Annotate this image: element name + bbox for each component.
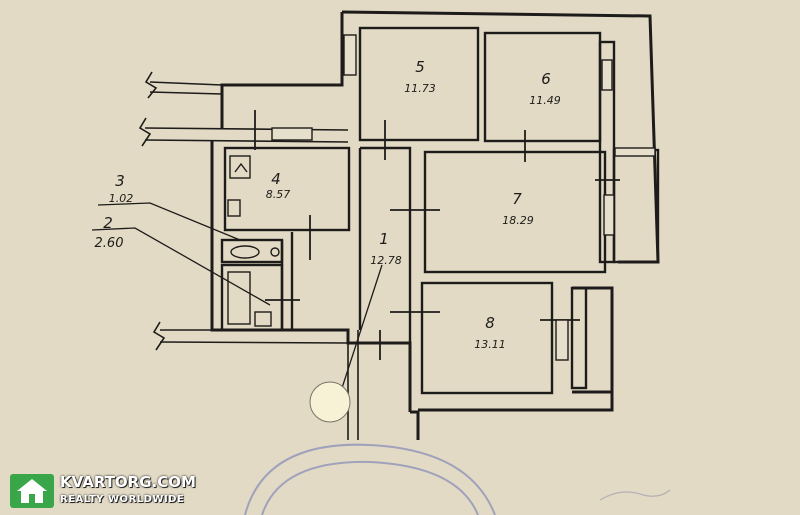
room-3-number: 3 — [115, 172, 125, 190]
watermark-subtitle: REALTY WORLDWIDE — [60, 494, 185, 505]
leader-lines — [91, 202, 383, 389]
room-2-number: 2 — [103, 214, 113, 232]
room-7-number: 7 — [512, 190, 522, 208]
room-8-area: 13.11 — [474, 338, 506, 351]
room-1-area: 12.78 — [370, 254, 402, 267]
stamp — [244, 443, 496, 515]
room-4-number: 4 — [271, 170, 281, 188]
room-1-number: 1 — [379, 230, 389, 248]
room-4-area: 8.57 — [265, 188, 291, 201]
fixtures — [227, 155, 280, 327]
room-3-area: 1.02 — [108, 192, 134, 205]
house-icon — [10, 474, 54, 508]
room-5-area: 11.73 — [404, 82, 436, 95]
door-marks — [254, 110, 620, 360]
pin-marker — [309, 381, 351, 423]
watermark-title: KVARTORG.COM — [60, 473, 196, 491]
room-6-area: 11.49 — [529, 94, 561, 107]
room-6-number: 6 — [541, 70, 551, 88]
room-8-number: 8 — [485, 314, 495, 332]
room-2-area: 2.60 — [94, 236, 124, 251]
break-marks — [138, 71, 166, 351]
windows — [271, 34, 656, 361]
watermark: KVARTORG.COM REALTY WORLDWIDE — [10, 474, 196, 508]
room-7-area: 18.29 — [502, 214, 534, 227]
room-5-number: 5 — [415, 58, 425, 76]
watermark-text: KVARTORG.COM REALTY WORLDWIDE — [60, 474, 196, 508]
